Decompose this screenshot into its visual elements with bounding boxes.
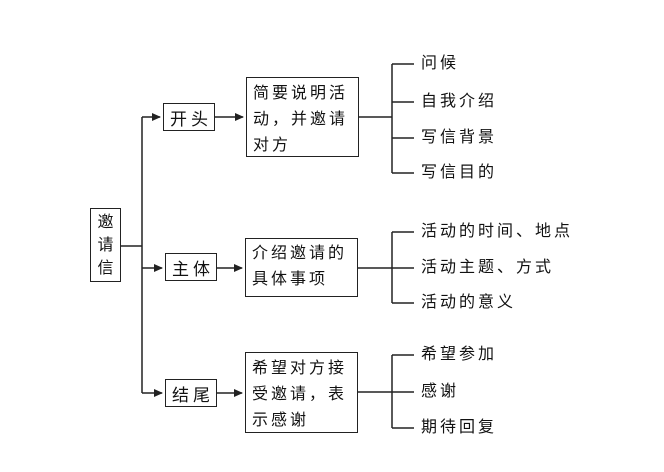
leaf-writing-purpose: 写信目的 <box>421 164 498 181</box>
desc-box-body: 介绍邀请的 具体事项 <box>245 238 358 297</box>
desc-to-bracket-lines <box>357 116 392 393</box>
root-node-invitation-letter: 邀请信 <box>90 208 121 282</box>
desc-line: 受邀请，表 <box>252 386 348 403</box>
bracket-middle <box>391 231 414 304</box>
bracket-top <box>391 63 414 174</box>
root-node-label: 邀请信 <box>97 213 114 277</box>
leaf-thanks: 感谢 <box>421 383 460 400</box>
desc-line: 具体事项 <box>252 271 329 288</box>
leaf-hope-participation: 希望参加 <box>421 346 498 363</box>
category-box-body: 主体 <box>165 253 217 281</box>
leaf-greeting: 问候 <box>421 55 460 72</box>
desc-line: 对方 <box>253 137 292 154</box>
desc-line: 示感谢 <box>252 412 310 429</box>
leaf-activity-significance: 活动的意义 <box>421 294 517 311</box>
category-label-ending: 结尾 <box>172 385 214 405</box>
leaf-activity-theme-mode: 活动主题、方式 <box>421 259 555 276</box>
bracket-bottom <box>391 354 414 429</box>
leaf-await-reply: 期待回复 <box>421 419 498 436</box>
desc-line: 希望对方接 <box>252 360 348 377</box>
desc-line: 简要说明活 <box>253 85 349 102</box>
leaf-activity-time-place: 活动的时间、地点 <box>421 223 574 240</box>
category-box-ending: 结尾 <box>165 379 217 407</box>
category-box-opening: 开头 <box>163 103 215 131</box>
leaf-writing-background: 写信背景 <box>421 129 498 146</box>
category-to-desc-arrows <box>215 113 244 397</box>
root-spine <box>120 113 163 397</box>
leaf-self-introduction: 自我介绍 <box>421 93 498 110</box>
desc-line: 动，并邀请 <box>253 111 349 128</box>
category-label-body: 主体 <box>172 259 214 279</box>
desc-box-opening: 简要说明活 动，并邀请 对方 <box>246 77 359 157</box>
desc-line: 介绍邀请的 <box>252 245 348 262</box>
desc-box-ending: 希望对方接 受邀请，表 示感谢 <box>245 352 358 433</box>
category-label-opening: 开头 <box>170 109 212 129</box>
